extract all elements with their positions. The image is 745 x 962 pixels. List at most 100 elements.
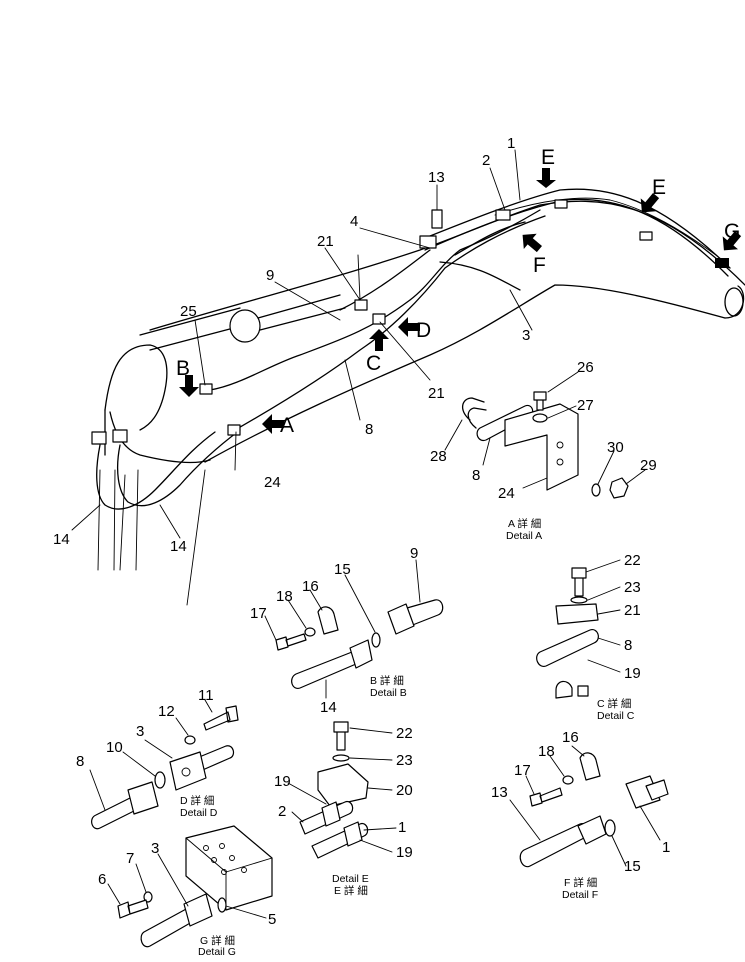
- detail-b-caption: B 詳 細 Detail B: [370, 674, 407, 699]
- tube-1b: [494, 197, 726, 263]
- main-callouts: 1 2 13 4 21 9 25 3 21 8 24 14 14: [53, 135, 530, 555]
- clamp-e-upper: [554, 199, 568, 209]
- d-callout-10: 10: [106, 739, 123, 756]
- flange-d2: [127, 781, 159, 815]
- nut-29: [609, 477, 629, 499]
- clamp-c-21: [555, 603, 599, 625]
- b-callout-17: 17: [250, 605, 267, 622]
- grommet-e-19a: [321, 801, 341, 827]
- d-callout-3: 3: [136, 723, 144, 740]
- pipe-c: [536, 628, 599, 668]
- callout-8: 8: [365, 421, 373, 438]
- oring-d-10: [154, 771, 166, 789]
- detail-e-en: Detail E: [332, 873, 369, 885]
- block-g: [715, 258, 729, 268]
- leaders-main: [71, 149, 533, 539]
- detail-b-callouts: 9 15 16 18 17 14: [250, 545, 418, 716]
- boom-cylinder-rod: [257, 294, 346, 331]
- arrow-b: [179, 375, 199, 397]
- tube-1: [419, 188, 731, 269]
- hose-14-left: [96, 431, 216, 510]
- boom-tip-pin: [724, 287, 744, 317]
- block-hole-1: [203, 845, 209, 851]
- detail-g-en: Detail G: [198, 946, 236, 957]
- marker-d: D: [416, 319, 431, 342]
- boom-foot-outline: [104, 344, 168, 431]
- bolt-26: [533, 391, 547, 411]
- a-callout-24: 24: [498, 485, 515, 502]
- a-callout-8: 8: [472, 467, 480, 484]
- block-hole-5: [221, 869, 227, 875]
- arrow-a: [262, 414, 284, 434]
- detail-f-en: Detail F: [562, 889, 598, 901]
- base-line-right: [186, 469, 206, 606]
- tag-13: [431, 209, 443, 229]
- detail-e: [287, 721, 397, 859]
- clamp-e-20: [317, 763, 369, 807]
- flange-d: [169, 751, 207, 791]
- callout-4: 4: [350, 213, 358, 230]
- detail-f: [509, 745, 669, 868]
- clamp-24: [227, 424, 241, 436]
- marker-b: B: [176, 357, 190, 380]
- marker-e-right: E: [652, 176, 666, 199]
- f-callout-17: 17: [514, 762, 531, 779]
- callout-24: 24: [264, 474, 281, 491]
- c-callout-8: 8: [624, 637, 632, 654]
- e-callout-2: 2: [278, 803, 286, 820]
- oring-g-5: [217, 897, 227, 913]
- flange-b2: [349, 639, 373, 669]
- bracket-a: [504, 403, 579, 491]
- e-callout-19b: 19: [396, 844, 413, 861]
- b-callout-16: 16: [302, 578, 319, 595]
- e-callout-19a: 19: [274, 773, 291, 790]
- leaders-c: [585, 559, 621, 673]
- leaders-a: [444, 371, 646, 489]
- detail-e-jp: E 詳 細: [334, 884, 368, 897]
- callout-2: 2: [482, 152, 490, 169]
- bolt-c-22: [571, 567, 587, 597]
- oring-f-15: [604, 819, 616, 837]
- arrow-e-right: [640, 193, 660, 213]
- block-hole-3: [211, 857, 217, 863]
- detail-a-callouts: 26 27 28 8 24 30 29: [430, 359, 657, 502]
- marker-e-upper: E: [541, 146, 555, 169]
- u-bolt-28: [462, 397, 487, 429]
- callout-3: 3: [522, 327, 530, 344]
- c-callout-23: 23: [624, 579, 641, 596]
- block-hole-4: [229, 855, 235, 861]
- e-callout-22: 22: [396, 725, 413, 742]
- leaders-d: [89, 699, 213, 811]
- bolt-e-22: [333, 721, 349, 751]
- detail-d: [89, 699, 239, 830]
- detail-b: [264, 559, 444, 699]
- hose-8: [234, 215, 546, 431]
- b-callout-15: 15: [334, 561, 351, 578]
- block-hole-2: [219, 843, 225, 849]
- c-callout-22: 22: [624, 552, 641, 569]
- g-callout-7: 7: [126, 850, 134, 867]
- f-callout-16: 16: [562, 729, 579, 746]
- arrow-e-upper: [536, 168, 556, 188]
- hose-f-13: [519, 823, 589, 868]
- bolt-17: [275, 633, 307, 651]
- boom-lower-edge: [204, 284, 726, 463]
- clamp-25: [199, 383, 213, 395]
- g-callout-6: 6: [98, 871, 106, 888]
- clamp-21-upper: [354, 299, 368, 311]
- fitting-left-b: [112, 429, 128, 443]
- hole-a1: [556, 441, 564, 449]
- f-callout-1: 1: [662, 839, 670, 856]
- detail-a: [444, 371, 646, 499]
- flange-g: [183, 893, 213, 927]
- marker-g: G: [724, 220, 740, 243]
- marker-c: C: [366, 352, 381, 375]
- arrow-f: [522, 233, 542, 253]
- clamp-21-lower: [372, 313, 386, 325]
- washer-d-12: [184, 735, 196, 745]
- detail-b-en: Detail B: [370, 687, 407, 699]
- detail-g-jp: G 詳 細: [200, 934, 235, 947]
- boom-hump: [454, 221, 526, 256]
- b-callout-14: 14: [320, 699, 337, 716]
- leaders-g: [107, 853, 267, 919]
